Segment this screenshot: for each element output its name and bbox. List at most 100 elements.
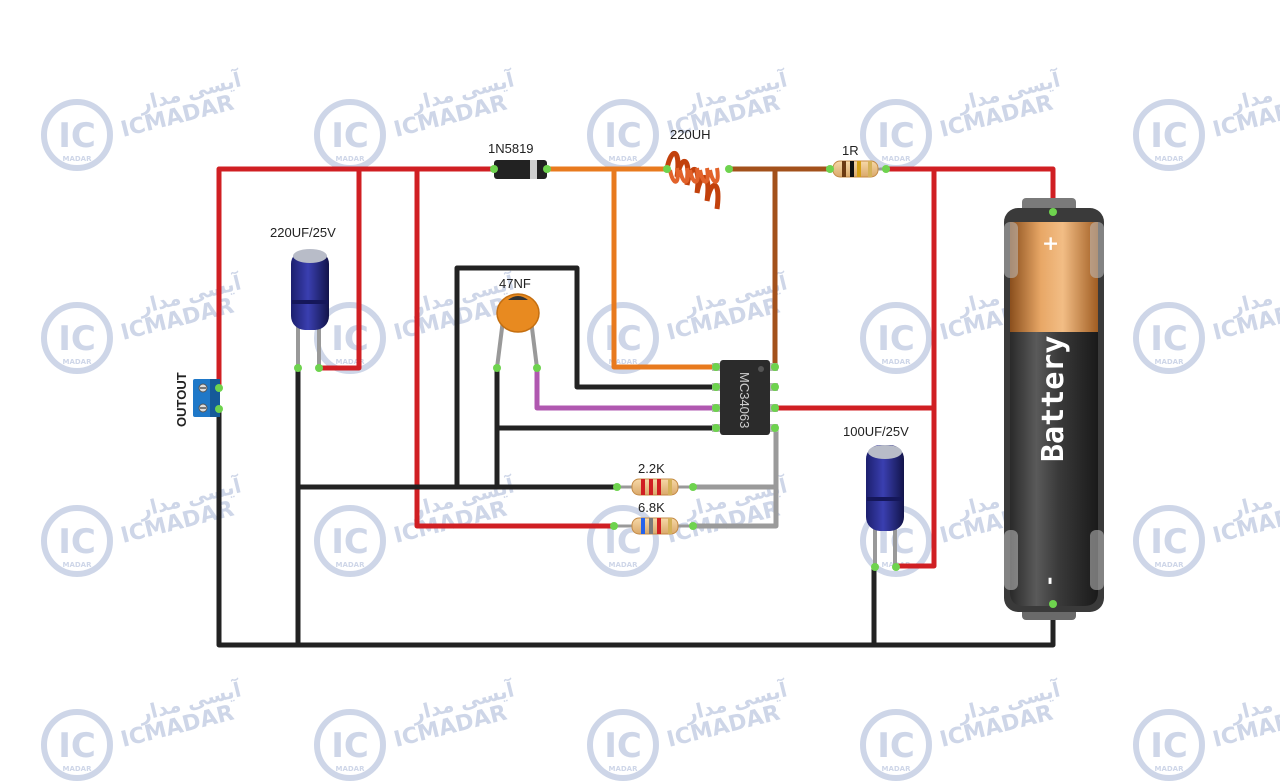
watermark-logo-ring [860,709,932,781]
connection-pin [826,165,834,173]
watermark-logo-ring [41,505,113,577]
watermark-logo-sub: MADAR [62,765,92,773]
watermark-logo-sub: MADAR [1154,765,1184,773]
watermark-logo-ring [41,709,113,781]
capacitor-220uf: 220UF/25V [270,225,336,368]
connection-pin [892,563,900,571]
watermark-logo-sub: MADAR [62,358,92,366]
watermark-logo-letters: IC [877,726,915,766]
orange-wire-ic [611,166,717,370]
watermark-logo-sub: MADAR [335,765,365,773]
resistor-1r-label: 1R [842,143,859,158]
connection-pin [294,364,302,372]
watermark-logo-letters: IC [877,116,915,156]
watermark-logo-sub: MADAR [608,765,638,773]
watermark-logo-ring [41,99,113,171]
watermark-logo-sub: MADAR [62,561,92,569]
battery-label: Battery [1036,336,1071,462]
watermark-logo-letters: IC [604,116,642,156]
watermark-logo-ring [314,505,386,577]
watermark-logo-letters: IC [331,319,369,359]
connection-pins [215,165,1057,608]
watermark-logo-sub: MADAR [881,765,911,773]
connection-pin [771,363,779,371]
watermark-logo-letters: IC [877,319,915,359]
watermark-logo-sub: MADAR [335,155,365,163]
watermark-logo-sub: MADAR [335,358,365,366]
watermark-logo-ring [587,302,659,374]
battery: Battery + - [1004,198,1104,620]
connection-pin [663,165,671,173]
resistor-6-8k: 6.8K [614,500,693,535]
connection-pin [1049,600,1057,608]
watermark-logo-ring [587,505,659,577]
watermark-logo-sub: MADAR [335,561,365,569]
connection-pin [1049,208,1057,216]
output-terminal: OUTOUT [174,372,220,427]
resistor-6-8k-label: 6.8K [638,500,665,515]
resistor-2-2k-label: 2.2K [638,461,665,476]
watermark-logo-letters: IC [1150,522,1188,562]
connection-pin [771,404,779,412]
connection-pin [871,563,879,571]
black-wires [216,265,1056,648]
cap-47nf-label: 47NF [499,276,531,291]
battery-plus-sign: + [1038,235,1062,252]
watermark-logo-ring [314,709,386,781]
wires [216,166,1056,648]
cap-100uf-label: 100UF/25V [843,424,909,439]
watermark-logo-letters: IC [1150,116,1188,156]
watermark-logo-sub: MADAR [608,155,638,163]
inductor-label: 220UH [670,127,710,142]
connection-pin [215,384,223,392]
gray-wire-r2 [690,425,779,529]
connection-pin [712,363,720,371]
connection-pin [725,165,733,173]
output-terminal-label: OUTOUT [174,372,189,427]
watermark-logo-sub: MADAR [1154,358,1184,366]
watermark-logo-sub: MADAR [881,155,911,163]
watermark-logo-letters: IC [58,116,96,156]
watermark-logo-letters: IC [331,116,369,156]
inductor-220uh: 220UH [664,127,721,210]
watermark-logo-ring [41,302,113,374]
watermark-logo-sub: MADAR [62,155,92,163]
connection-pin [543,165,551,173]
connection-pin [882,165,890,173]
watermark-logo-letters: IC [58,522,96,562]
red-wires [216,166,1056,569]
capacitor-47nf: 47NF [495,276,540,369]
watermark-logo-sub: MADAR [1154,155,1184,163]
connection-pin [712,404,720,412]
watermark-logo-letters: IC [58,726,96,766]
connection-pin [689,522,697,530]
diode-1n5819: 1N5819 [488,141,547,179]
watermark-logo-ring [1133,709,1205,781]
connection-pin [771,424,779,432]
connection-pin [613,483,621,491]
connection-pin [689,483,697,491]
watermark-logo-letters: IC [331,726,369,766]
purple-wire [534,365,717,411]
watermark-logo-ring [1133,99,1205,171]
watermark-logo-letters: IC [1150,319,1188,359]
ic-mc34063: MC34063 [720,360,770,435]
connection-pin [490,165,498,173]
watermark-logo-sub: MADAR [608,358,638,366]
